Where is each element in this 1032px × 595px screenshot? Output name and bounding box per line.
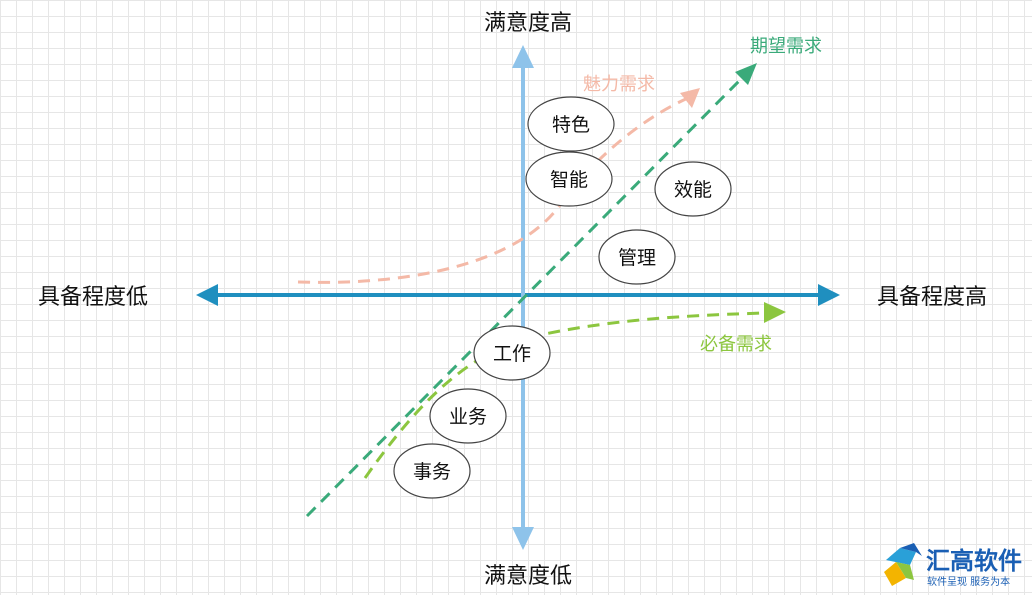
node-guanli: 管理 (598, 229, 676, 285)
axis-label-bottom: 满意度低 (484, 564, 572, 589)
node-label: 工作 (493, 343, 531, 365)
node-xiaoneng: 效能 (654, 161, 732, 217)
node-gongzuo: 工作 (473, 325, 551, 381)
logo-name: 汇高软件 (926, 547, 1022, 575)
logo-icon (884, 543, 922, 586)
right-arrowhead (818, 284, 840, 306)
node-shiwu: 事务 (393, 443, 471, 499)
attractive-curve (297, 88, 700, 284)
axis-label-top: 满意度高 (484, 11, 572, 36)
must-be-arrowhead (764, 302, 786, 323)
expected-label: 期望需求 (750, 36, 822, 57)
node-label: 事务 (413, 461, 451, 483)
expected-arrowhead (735, 63, 757, 85)
attractive-label: 魅力需求 (583, 74, 655, 95)
expected-line (305, 63, 757, 518)
node-zhineng: 智能 (525, 151, 613, 207)
must-be-label: 必备需求 (700, 334, 772, 355)
node-label: 特色 (552, 114, 590, 136)
node-label: 管理 (618, 247, 656, 269)
node-yewu: 业务 (429, 388, 507, 444)
left-arrowhead (196, 284, 218, 306)
bottom-arrowhead (512, 527, 534, 550)
node-label: 智能 (550, 169, 588, 191)
top-arrowhead (512, 45, 534, 68)
horizontal-axis (196, 284, 840, 306)
company-logo: 汇高软件 软件呈现 服务为本 (884, 543, 1022, 588)
axis-label-right: 具备程度高 (877, 285, 987, 310)
axis-label-left: 具备程度低 (38, 285, 148, 310)
attractive-arrowhead (680, 88, 700, 108)
node-tese: 特色 (527, 96, 615, 152)
node-label: 效能 (674, 179, 712, 201)
node-label: 业务 (449, 406, 487, 428)
logo-tagline: 软件呈现 服务为本 (927, 575, 1010, 588)
